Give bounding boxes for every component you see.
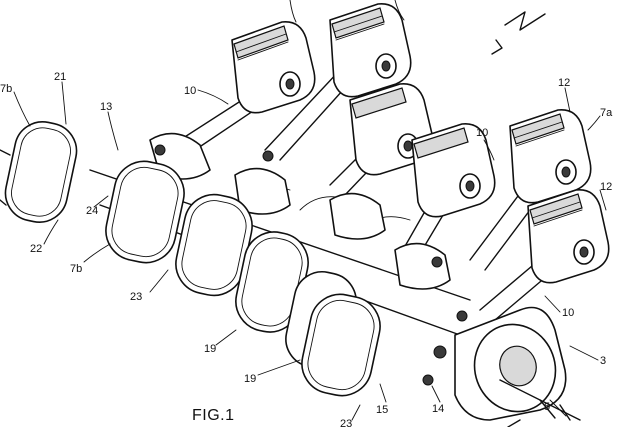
reference-labels: 7b 21 13 10 12 7a 10 12 24 22 7b 23 19 1… [0, 71, 613, 427]
crankshaft [89, 132, 471, 386]
label-7b-top: 7b [0, 83, 12, 95]
label-14: 14 [432, 403, 444, 415]
label-5: 5 [544, 401, 550, 413]
label-10-bottom: 10 [562, 307, 574, 319]
piston-assembly-upper-middle [264, 3, 412, 161]
label-12-top: 12 [558, 77, 570, 89]
label-7b-bottom: 7b [70, 263, 82, 275]
counterweight-2 [105, 160, 185, 264]
label-3: 3 [600, 355, 606, 367]
piston-assembly-center-right [399, 123, 496, 263]
counterweight-front-left [4, 121, 78, 223]
label-7a: 7a [600, 107, 613, 119]
counterweight-3 [175, 193, 253, 297]
label-23-bottom: 23 [340, 418, 352, 427]
piston-assembly-upper-left [179, 21, 316, 151]
label-19-b: 19 [244, 373, 256, 385]
label-21: 21 [54, 71, 66, 83]
label-12-right: 12 [600, 181, 612, 193]
piston-assembly-right-upper [469, 109, 592, 271]
label-13: 13 [100, 101, 112, 113]
label-24: 24 [86, 205, 98, 217]
label-23-left: 23 [130, 291, 142, 303]
counterweight-6 [301, 293, 381, 397]
flywheel [454, 306, 581, 421]
leader-lines [13, 81, 607, 421]
label-22: 22 [30, 243, 42, 255]
counterweight-4 [235, 231, 309, 333]
direction-markers [0, 0, 571, 427]
label-19-a: 19 [204, 343, 216, 355]
label-15: 15 [376, 404, 388, 416]
label-10-mid: 10 [476, 127, 488, 139]
label-10-top: 10 [184, 85, 196, 97]
piston-assembly-right-lower [479, 189, 610, 321]
figure-caption: FIG.1 [192, 407, 235, 424]
